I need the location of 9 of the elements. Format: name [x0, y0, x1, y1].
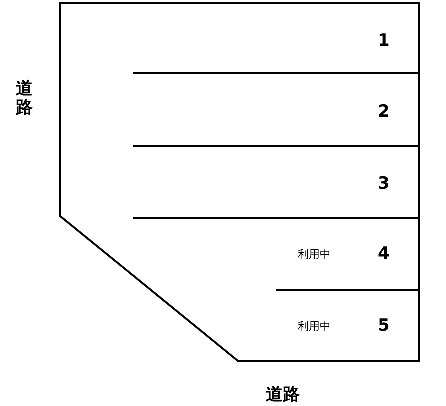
road-label: 道路 — [16, 80, 33, 118]
road-label: 道路 — [266, 387, 300, 404]
space-number: 5 — [378, 318, 390, 335]
status-label: 利用中 — [298, 249, 331, 260]
status-label: 利用中 — [298, 321, 331, 332]
space-number: 3 — [378, 176, 390, 193]
space-number: 1 — [378, 33, 390, 50]
space-number: 4 — [378, 246, 390, 263]
space-number: 2 — [378, 104, 390, 121]
